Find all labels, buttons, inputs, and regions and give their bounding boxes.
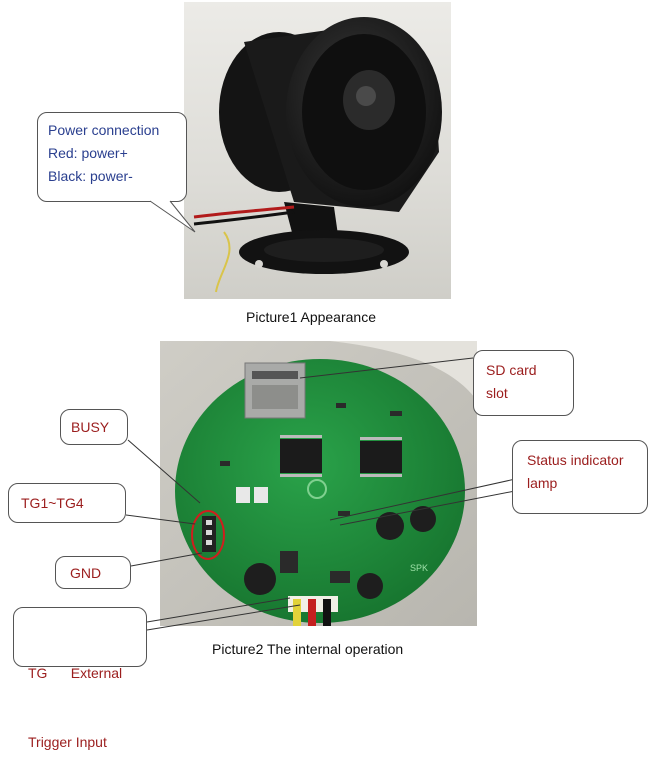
power-connection-callout: Power connection Red: power+ Black: powe… xyxy=(37,112,187,202)
status-label-2: lamp xyxy=(527,475,558,491)
tg1-tg4-callout: TG1~TG4 xyxy=(8,483,126,523)
sd-card-slot-callout: SD card slot xyxy=(473,350,574,416)
trigger-label-2: Trigger Input xyxy=(28,734,107,750)
busy-label: BUSY xyxy=(71,419,110,435)
gnd-label: GND xyxy=(70,565,102,581)
trigger-label: TG External xyxy=(28,665,123,681)
sd-card-label: SD card xyxy=(486,362,537,378)
picture2-caption: Picture2 The internal operation xyxy=(212,641,404,657)
callout-line-black: Black: power- xyxy=(48,168,133,184)
picture1-caption: Picture1 Appearance xyxy=(246,309,376,325)
pcb-photo: SPK xyxy=(160,341,477,626)
external-trigger-callout: TG External Trigger Input xyxy=(13,607,147,750)
callout-line-red: Red: power+ xyxy=(48,145,128,161)
board-marking-spk: SPK xyxy=(410,563,428,573)
sd-card-label-2: slot xyxy=(486,385,508,401)
tg-label: TG1~TG4 xyxy=(21,495,84,511)
gnd-callout: GND xyxy=(55,556,131,589)
status-indicator-callout: Status indicator lamp xyxy=(512,440,648,514)
speaker-photo xyxy=(184,2,451,299)
busy-callout: BUSY xyxy=(60,409,128,445)
status-label: Status indicator xyxy=(527,452,624,468)
callout-line-power-connection: Power connection xyxy=(48,122,160,138)
